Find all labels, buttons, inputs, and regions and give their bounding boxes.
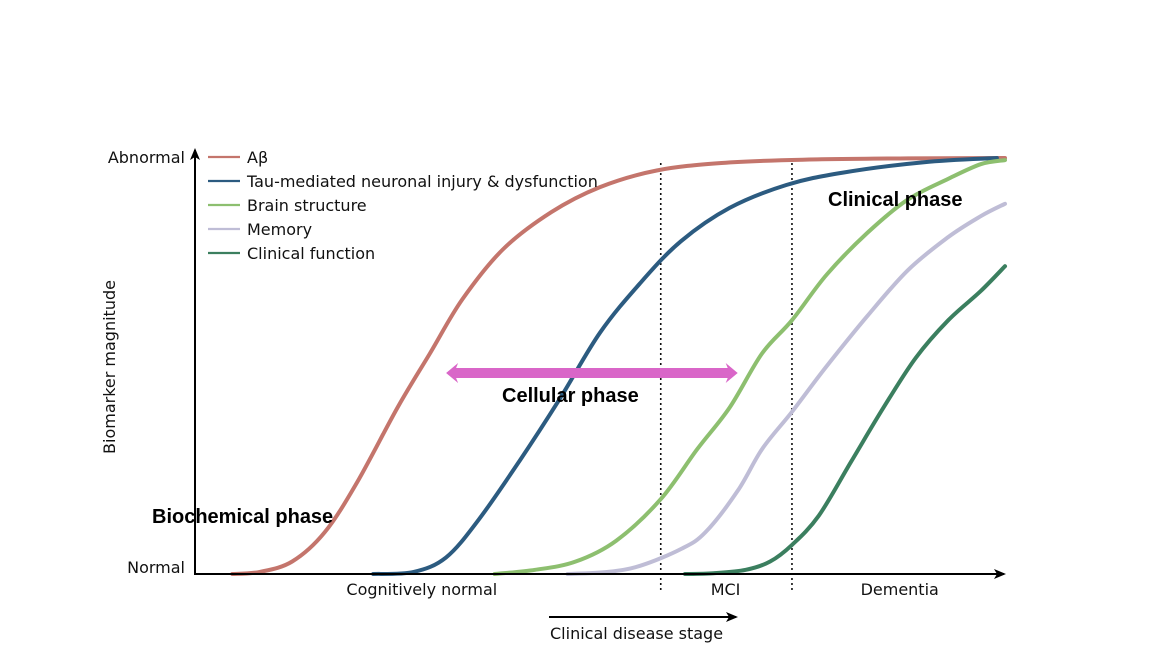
cellular-phase-double-arrow — [446, 363, 738, 383]
series-line-clinical-function — [683, 264, 1007, 576]
legend-item: Aβ — [208, 148, 268, 167]
legend-item: Brain structure — [208, 196, 367, 215]
x-axis-label: Clinical disease stage — [550, 624, 723, 643]
phase-label-clinical: Clinical phase — [828, 189, 963, 211]
series-line-memory — [565, 201, 1007, 576]
legend-label: Clinical function — [247, 244, 375, 263]
legend-item: Tau-mediated neuronal injury & dysfuncti… — [208, 172, 598, 191]
legend-label: Aβ — [247, 148, 268, 167]
stage-label: Dementia — [861, 580, 939, 599]
legend-label: Tau-mediated neuronal injury & dysfuncti… — [246, 172, 598, 191]
series-line-brain-structure — [492, 158, 1007, 576]
y-tick-normal: Normal — [127, 558, 185, 577]
stage-label: MCI — [711, 580, 741, 599]
series-line-abeta — [230, 156, 1007, 576]
stage-labels: Cognitively normal MCI Dementia — [346, 580, 938, 599]
y-tick-abnormal: Abnormal — [108, 148, 185, 167]
series-line-tau-mediated-neuronal-injury-dysfunction — [371, 156, 999, 576]
legend-item: Clinical function — [208, 244, 375, 263]
y-axis-label: Biomarker magnitude — [100, 280, 119, 454]
stage-label: Cognitively normal — [346, 580, 497, 599]
legend-item: Memory — [208, 220, 312, 239]
legend-label: Memory — [247, 220, 312, 239]
phase-label-biochemical: Biochemical phase — [152, 506, 333, 528]
legend-label: Brain structure — [247, 196, 367, 215]
stage-boundaries — [659, 163, 793, 590]
cellular-phase-arrow — [446, 363, 738, 383]
series-lines — [230, 156, 1007, 576]
phase-label-cellular: Cellular phase — [502, 385, 639, 407]
